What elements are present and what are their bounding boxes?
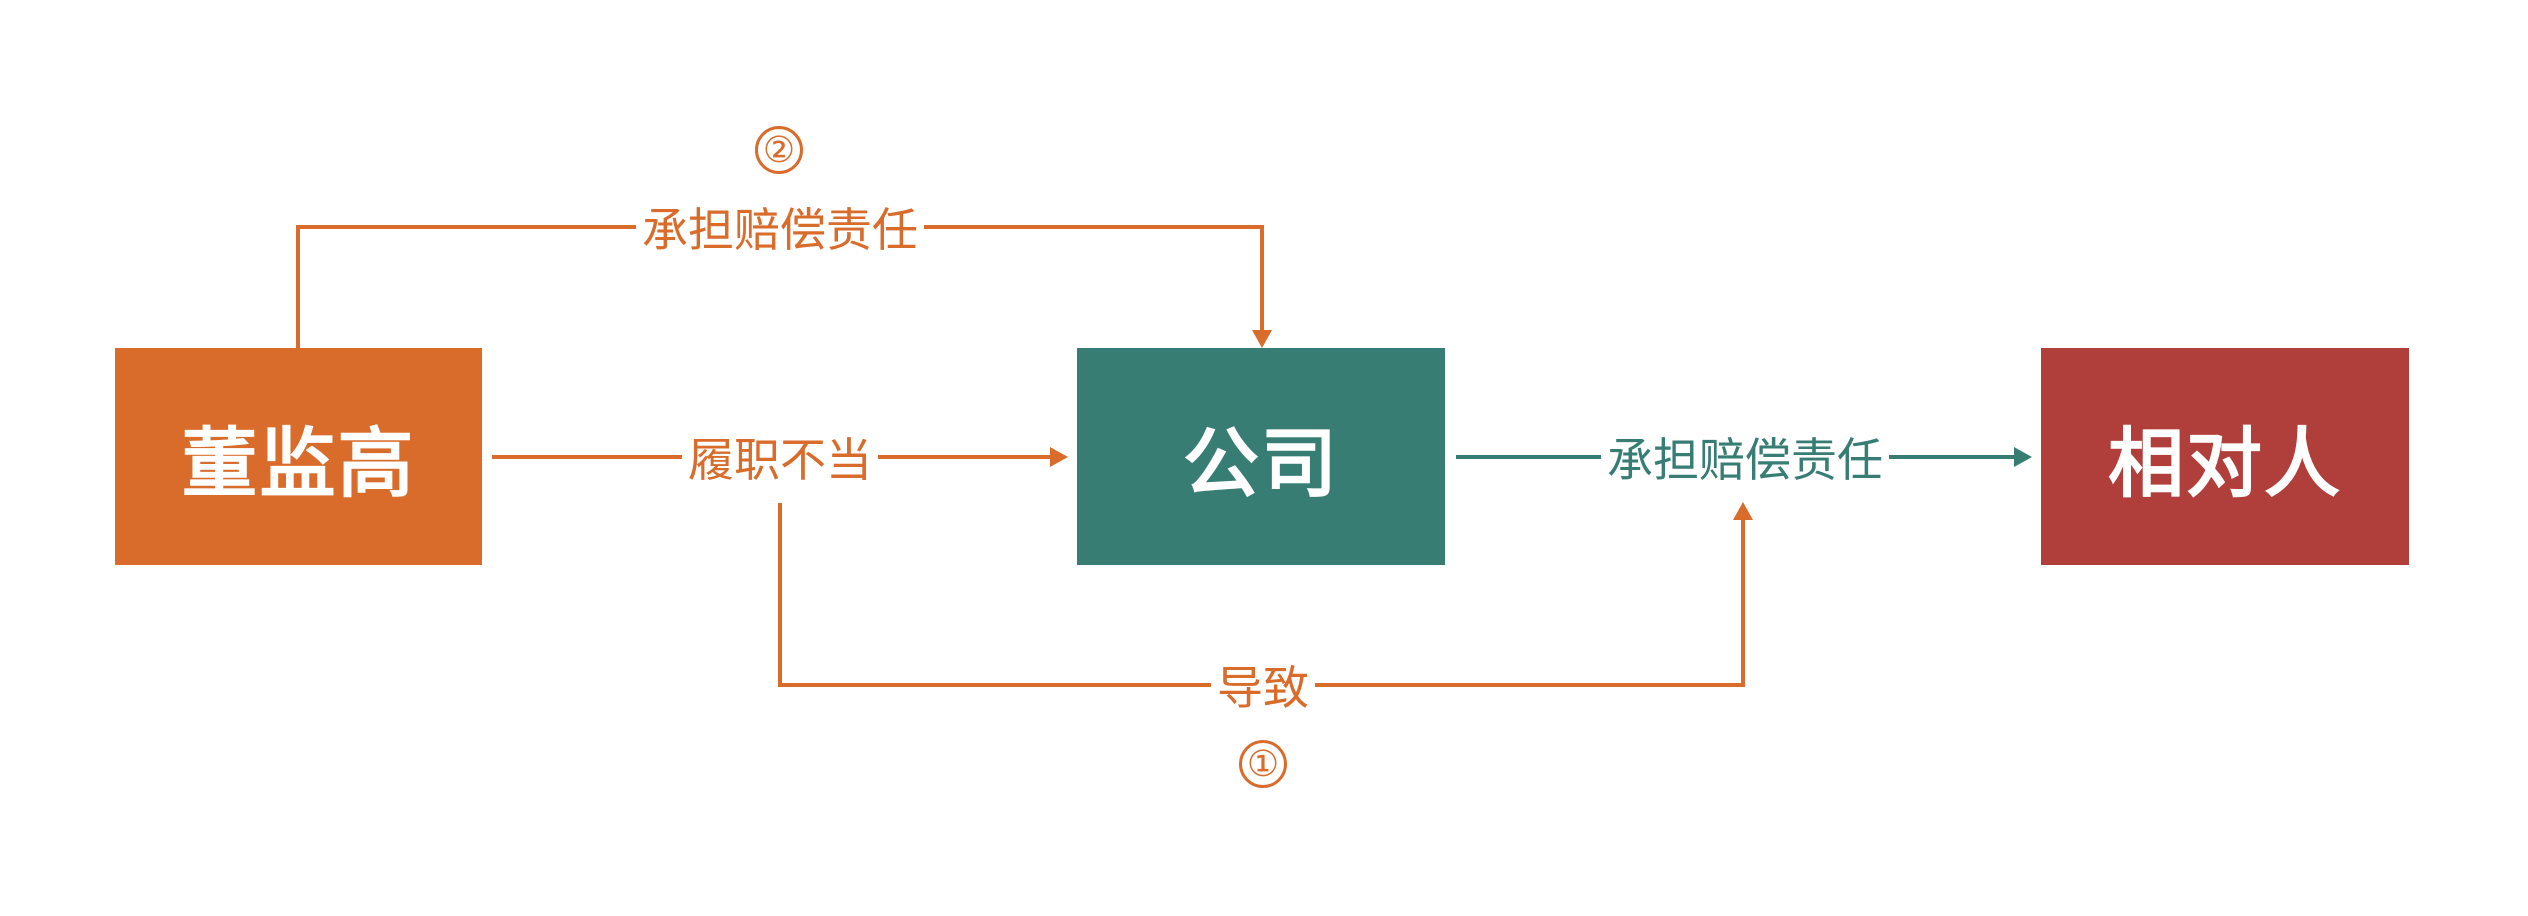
step-1-text: ① xyxy=(1246,743,1280,785)
step-2-badge: ② xyxy=(755,126,803,174)
step-2-text: ② xyxy=(762,129,796,171)
step-1-badge: ① xyxy=(1239,740,1287,788)
label-company-liability: 承担赔偿责任 xyxy=(1601,424,1889,490)
label-director-liability: 承担赔偿责任 xyxy=(636,194,924,260)
label-improper-duty: 履职不当 xyxy=(682,424,878,490)
node-directors: 董监高 xyxy=(115,348,482,565)
node-company: 公司 xyxy=(1077,348,1445,565)
label-cause: 导致 xyxy=(1211,652,1315,718)
node-counterparty: 相对人 xyxy=(2041,348,2409,565)
